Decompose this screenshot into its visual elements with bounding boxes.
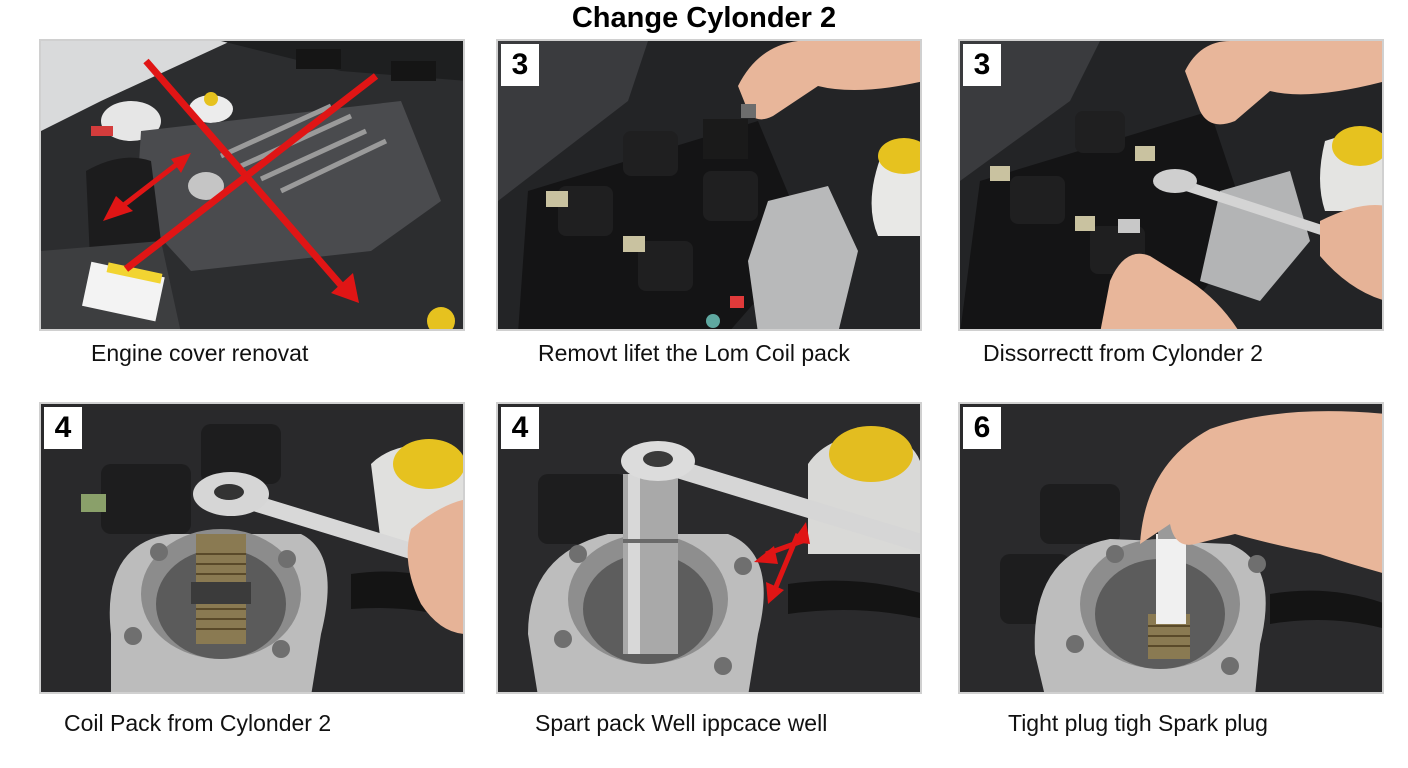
step-image-tighten-spark-plug: 6	[958, 402, 1384, 694]
step-number-badge: 6	[963, 407, 1001, 449]
step-number-badge: 3	[501, 44, 539, 86]
step-caption: Engine cover renovat	[91, 340, 309, 366]
step-image-engine-cover	[39, 39, 465, 331]
step-caption: Coil Pack from Cylonder 2	[64, 710, 332, 736]
step-number-badge: 4	[44, 407, 82, 449]
socket-wrench-illustration	[498, 404, 920, 692]
ratchet-spark-plug-illustration	[41, 404, 463, 692]
step-caption: Removt lifet the Lom Coil pack	[538, 340, 850, 366]
coil-pack-illustration	[498, 41, 920, 329]
step-image-coil-pack-removal: 4	[39, 402, 465, 694]
page-title: Change Cylonder 2	[571, 2, 837, 34]
spark-plug-insert-illustration	[960, 404, 1382, 692]
wrench-disconnect-illustration	[960, 41, 1382, 329]
step-caption: Tight plug tigh Spark plug	[1008, 710, 1268, 736]
step-image-disconnect-coil: 3	[958, 39, 1384, 331]
step-caption: Dissorrectt from Cylonder 2	[983, 340, 1263, 366]
step-number-badge: 4	[501, 407, 539, 449]
step-number-badge: 3	[963, 44, 1001, 86]
step-image-lift-coil-pack: 3	[496, 39, 922, 331]
step-image-spark-plug-well: 4	[496, 402, 922, 694]
step-caption: Spart pack Well ippcace well	[535, 710, 828, 736]
engine-cover-illustration	[41, 41, 463, 329]
